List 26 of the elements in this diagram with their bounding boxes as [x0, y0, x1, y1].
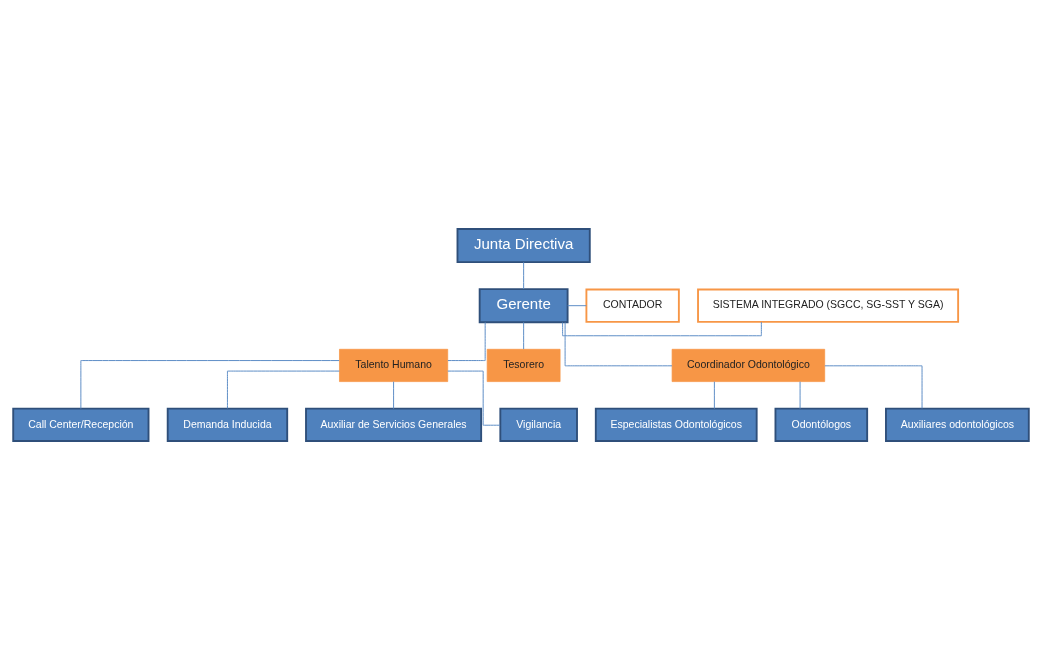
node-box: Talento Humano [339, 348, 449, 382]
connector [447, 370, 501, 426]
node-box: Coordinador Odontológico [671, 348, 826, 382]
node-box: Tesorero [486, 348, 561, 382]
connector [567, 305, 587, 307]
node-box: Junta Directiva [456, 228, 591, 263]
node-box: Vigilancia [499, 407, 578, 442]
node-box: Auxiliares odontológicos [885, 407, 1030, 442]
node-box: Demanda Inducida [166, 407, 289, 442]
connector [447, 321, 486, 362]
node-box: Especialistas Odontológicos [594, 407, 758, 442]
node-box: CONTADOR [585, 288, 680, 323]
connector [523, 321, 525, 350]
connector [226, 370, 340, 409]
node-box: Call Center/Recepción [12, 407, 150, 442]
connector [824, 365, 923, 409]
connector [393, 381, 395, 410]
node-box: Auxiliar de Servicios Generales [305, 407, 483, 442]
node-box: SISTEMA INTEGRADO (SGCC, SG-SST Y SGA) [697, 288, 960, 323]
connector [713, 381, 715, 410]
node-box: Gerente [478, 288, 569, 324]
node-box: Odontólogos [774, 407, 869, 442]
connector [80, 360, 340, 410]
connector [564, 321, 673, 367]
connector [799, 381, 801, 410]
connector [523, 261, 525, 290]
